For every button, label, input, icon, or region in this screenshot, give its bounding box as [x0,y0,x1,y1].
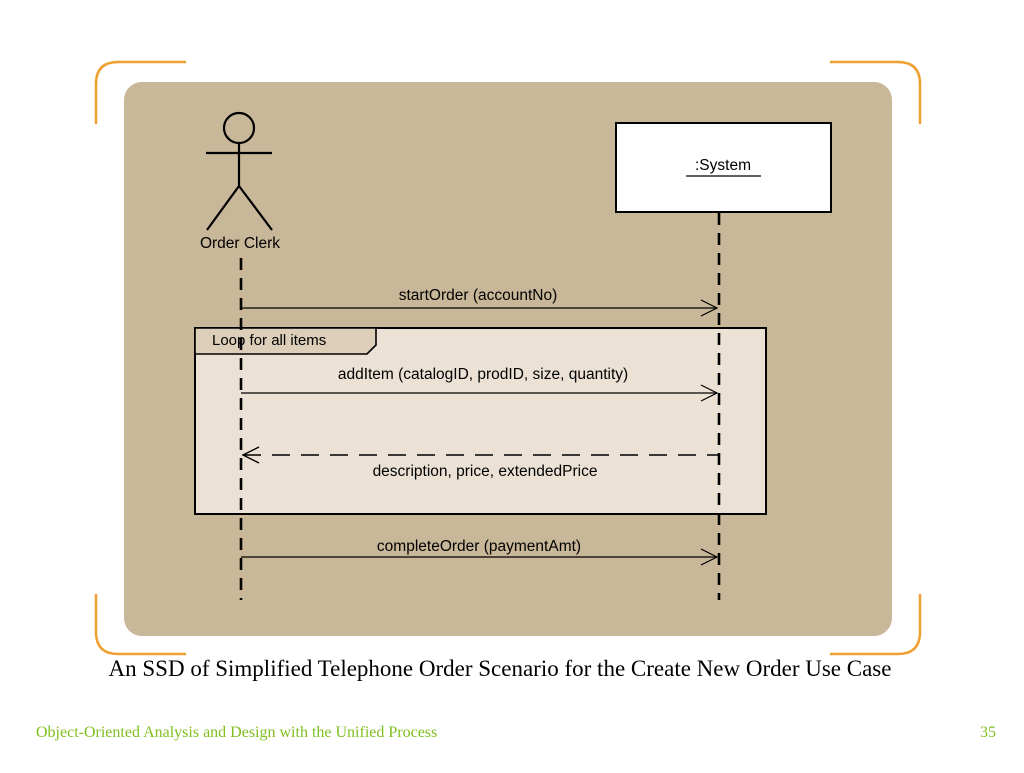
corner-bracket-top-right [830,60,922,124]
actor-icon [206,111,273,231]
actor-label: Order Clerk [200,235,280,252]
slide-caption: An SSD of Simplified Telephone Order Sce… [108,656,892,681]
arrowhead-add-item [700,384,719,402]
loop-frame [194,327,767,515]
footer-page-number: 35 [980,724,996,741]
footer-course-title: Object-Oriented Analysis and Design with… [36,724,438,741]
corner-bracket-bottom-left [94,594,186,656]
corner-bracket-top-left [94,60,186,124]
return-label-description: description, price, extendedPrice [373,463,598,480]
system-label: :System [695,157,751,174]
message-label-complete-order: completeOrder (paymentAmt) [377,538,581,555]
arrowhead-start-order [700,299,719,317]
message-label-add-item: addItem (catalogID, prodID, size, quanti… [338,366,628,383]
arrowhead-complete-order [700,548,719,566]
loop-label: Loop for all items [212,332,326,349]
arrowhead-description [241,446,260,464]
corner-bracket-bottom-right [830,594,922,656]
message-label-start-order: startOrder (accountNo) [399,287,558,304]
system-box [615,122,832,213]
